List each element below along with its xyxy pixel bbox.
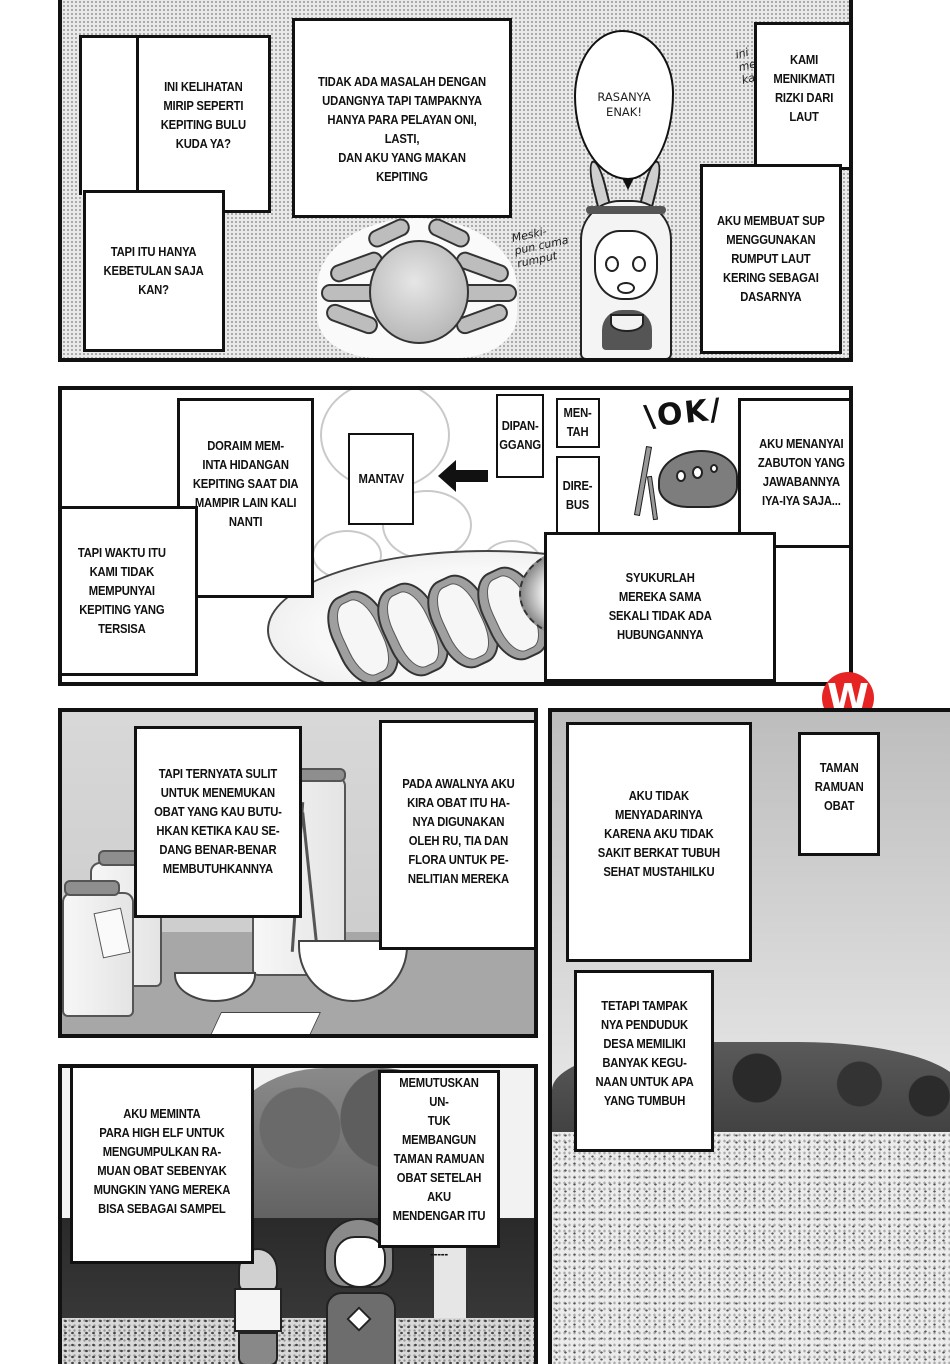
caption-syukurlah: SYUKURLAH MEREKA SAMA SEKALI TIDAK ADA H… xyxy=(544,532,776,682)
caption-rizki-laut: KAMI MENIKMATI RIZKI DARI LAUT xyxy=(754,22,849,170)
caption-sulit-menemukan: TAPI TERNYATA SULIT UNTUK MENEMUKAN OBAT… xyxy=(134,726,302,918)
panel-high-elves: AKU MEMINTA PARA HIGH ELF UNTUK MENGUMPU… xyxy=(58,1064,538,1364)
label-mantav: MANTAV xyxy=(348,433,414,525)
caption-text: AKU MENANYAI ZABUTON YANG JAWABANNYA IYA… xyxy=(757,437,845,508)
hairy-crab-illustration xyxy=(317,215,517,358)
speech-text: RASANYA ENAK! xyxy=(597,90,651,119)
panel-sky-forest: AKU TIDAK MENYADARINYA KARENA AKU TIDAK … xyxy=(548,708,950,1364)
caption-kepiting-bulu: INI KELIHATAN MIRIP SEPERTI KEPITING BUL… xyxy=(136,35,271,213)
caption-doraim: DORAIM MEM- INTA HIDANGAN KEPITING SAAT … xyxy=(177,398,314,598)
caption-udang-kepiting: TIDAK ADA MASALAH DENGAN UDANGNYA TAPI T… xyxy=(292,18,512,218)
caption-text: DORAIM MEM- INTA HIDANGAN KEPITING SAAT … xyxy=(192,439,299,529)
label-text: DIPAN- GGANG xyxy=(499,419,541,452)
caption-text: AKU MEMINTA PARA HIGH ELF UNTUK MENGUMPU… xyxy=(93,1107,231,1216)
speech-bubble-rasanya-enak: RASANYA ENAK! xyxy=(574,30,674,190)
panel-medicine-lab: TAPI TERNYATA SULIT UNTUK MENEMUKAN OBAT… xyxy=(58,708,538,1038)
caption-text: TAMAN RAMUAN OBAT xyxy=(814,761,864,813)
label-text: MEN- TAH xyxy=(563,406,593,439)
label-dipanggang: DIPAN- GGANG xyxy=(496,394,544,478)
handwritten-meskipun: Meski- pun cuma rumput xyxy=(510,224,570,271)
sfx-ok: \OK/ xyxy=(642,391,725,436)
caption-membangun-taman: JADI AKU MEMUTUSKAN UN- TUK MEMBANGUN TA… xyxy=(378,1068,500,1261)
caption-text: INI KELIHATAN MIRIP SEPERTI KEPITING BUL… xyxy=(160,80,247,151)
label-mentah: MEN- TAH xyxy=(556,398,600,448)
caption-text: KAMI MENIKMATI RIZKI DARI LAUT xyxy=(773,53,835,124)
label-text: DIRE- BUS xyxy=(563,479,593,512)
caption-text: TAPI TERNYATA SULIT UNTUK MENEMUKAN OBAT… xyxy=(154,767,282,876)
elf-girl-illustration xyxy=(572,159,682,358)
caption-kebetulan: TAPI ITU HANYA KEBETULAN SAJA KAN? xyxy=(83,190,225,352)
label-text: MANTAV xyxy=(358,471,404,486)
label-direbus: DIRE- BUS xyxy=(556,456,600,536)
caption-tidak-menyadari: AKU TIDAK MENYADARINYA KARENA AKU TIDAK … xyxy=(566,722,752,962)
caption-text: PADA AWALNYA AKU KIRA OBAT ITU HA- NYA D… xyxy=(401,777,515,886)
caption-pada-awalnya: PADA AWALNYA AKU KIRA OBAT ITU HA- NYA D… xyxy=(379,720,534,950)
caption-text: TIDAK ADA MASALAH DENGAN UDANGNYA TAPI T… xyxy=(318,75,486,184)
panel-crab-soup: INI KELIHATAN MIRIP SEPERTI KEPITING BUL… xyxy=(58,0,853,362)
arrow-left-icon xyxy=(438,460,488,492)
caption-taman-ramuan-obat: TAMAN RAMUAN OBAT xyxy=(798,732,880,856)
high-elf-back-illustration xyxy=(230,1248,290,1364)
caption-penduduk-desa: TETAPI TAMPAK NYA PENDUDUK DESA MEMILIKI… xyxy=(574,970,714,1152)
caption-text: TAPI ITU HANYA KEBETULAN SAJA KAN? xyxy=(103,244,204,297)
high-elf-front-illustration xyxy=(306,1218,416,1364)
caption-zabuton: AKU MENANYAI ZABUTON YANG JAWABANNYA IYA… xyxy=(738,398,849,548)
caption-text: AKU MEMBUAT SUP MENGGUNAKAN RUMPUT LAUT … xyxy=(717,213,825,304)
caption-sup-rumput-laut: AKU MEMBUAT SUP MENGGUNAKAN RUMPUT LAUT … xyxy=(700,164,842,354)
caption-text: TAPI WAKTU ITU KAMI TIDAK MEMPUNYAI KEPI… xyxy=(78,545,166,636)
caption-tidak-tersisa: TAPI WAKTU ITU KAMI TIDAK MEMPUNYAI KEPI… xyxy=(62,506,198,676)
zabuton-spider-illustration xyxy=(628,436,738,526)
panel-crab-dish: DORAIM MEM- INTA HIDANGAN KEPITING SAAT … xyxy=(58,386,853,686)
caption-high-elf: AKU MEMINTA PARA HIGH ELF UNTUK MENGUMPU… xyxy=(70,1068,254,1264)
caption-text: SYUKURLAH MEREKA SAMA SEKALI TIDAK ADA H… xyxy=(608,571,712,642)
caption-text: AKU TIDAK MENYADARINYA KARENA AKU TIDAK … xyxy=(597,789,721,879)
caption-text: JADI AKU MEMUTUSKAN UN- TUK MEMBANGUN TA… xyxy=(392,1068,486,1261)
caption-text: TETAPI TAMPAK NYA PENDUDUK DESA MEMILIKI… xyxy=(594,999,694,1108)
